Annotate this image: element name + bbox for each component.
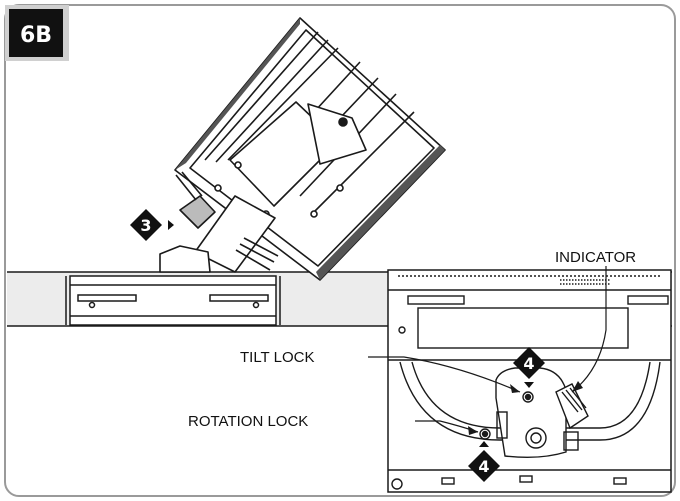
step-4-tilt-marker: 4 xyxy=(513,347,545,388)
step-4-rotation-marker: 4 xyxy=(468,441,500,482)
luminaire-head xyxy=(159,17,446,281)
badge-label: 6B xyxy=(20,23,52,48)
figure-badge: 6B xyxy=(5,5,69,61)
indicator-label: INDICATOR xyxy=(555,249,636,266)
rotation-lock-label: ROTATION LOCK xyxy=(188,413,308,430)
step-4-tilt-label: 4 xyxy=(523,354,534,373)
step-3-label: 3 xyxy=(140,216,151,235)
step-3-marker: 3 xyxy=(130,209,174,241)
step-4-rotation-label: 4 xyxy=(478,457,489,476)
tilt-lock-leader xyxy=(368,356,521,393)
tilt-lock-label: TILT LOCK xyxy=(240,349,314,366)
detail-inset xyxy=(387,269,672,493)
